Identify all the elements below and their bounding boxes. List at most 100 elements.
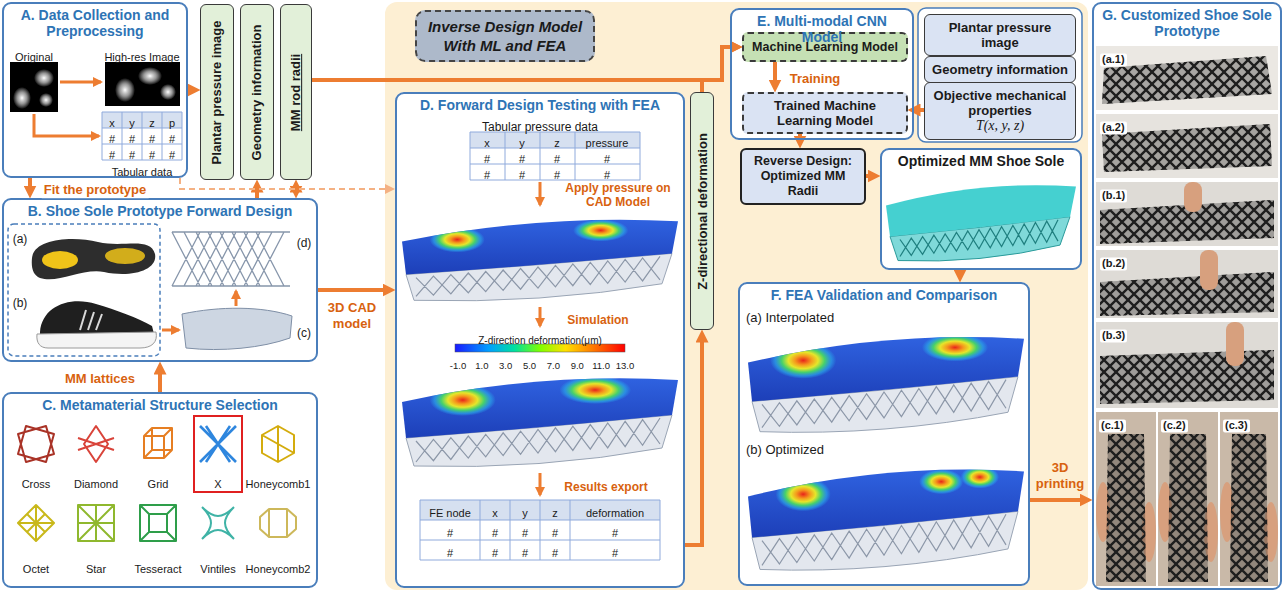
output-box: Z-directional deformation bbox=[690, 92, 714, 330]
label-anchor: Honeycomb1 bbox=[278, 481, 343, 499]
deformation-spot bbox=[559, 376, 631, 404]
label-anchor: (c.2) bbox=[1161, 422, 1188, 440]
label-anchor: 1.0 bbox=[482, 361, 495, 379]
label-anchor: # bbox=[615, 550, 621, 568]
step-label: Results export bbox=[564, 480, 647, 494]
table-cell: p bbox=[169, 117, 175, 130]
finger bbox=[1226, 322, 1244, 366]
label-anchor: # bbox=[557, 172, 563, 190]
table-cell: x bbox=[484, 137, 490, 150]
table-cell: # bbox=[519, 153, 525, 166]
lattice-name: Diamond bbox=[74, 478, 118, 491]
table-cell: # bbox=[447, 547, 453, 560]
panel-title: D. Forward Design Testing with FEA bbox=[401, 97, 679, 113]
label-anchor: (c) bbox=[304, 330, 318, 348]
table-cell: # bbox=[169, 133, 175, 146]
edge-label: 3D printing bbox=[1032, 460, 1088, 491]
table-cell: # bbox=[554, 153, 560, 166]
image-caption: Original bbox=[15, 51, 53, 64]
flow-arrow bbox=[235, 291, 238, 306]
panel-ground bbox=[2, 198, 318, 362]
input-box: Objective mechanical propertiesT(x, y, z… bbox=[924, 82, 1076, 140]
figure-label: (a) Interpolated bbox=[746, 310, 834, 326]
panel-title: C. Metamaterial Structure Selection bbox=[8, 397, 312, 413]
table-cell: # bbox=[522, 527, 528, 540]
input-group-frame bbox=[918, 8, 1082, 142]
flow-arrow bbox=[539, 307, 542, 326]
photo bbox=[1220, 412, 1278, 586]
label-anchor: 5.0 bbox=[530, 361, 543, 379]
pressure-image bbox=[105, 62, 180, 106]
label-anchor: # bbox=[525, 550, 531, 568]
deformation-spot bbox=[573, 219, 628, 241]
process-box: Reverse Design: Optimized MM Radii bbox=[740, 148, 866, 205]
finger bbox=[1200, 250, 1218, 290]
edge-label: 3D CAD model bbox=[320, 300, 384, 331]
lattice-name: Honeycomb2 bbox=[246, 563, 311, 576]
label-anchor: 3.0 bbox=[506, 361, 519, 379]
deformation-spot bbox=[430, 227, 485, 253]
edge-label: Fit the prototype bbox=[42, 182, 149, 198]
step-label: Simulation bbox=[567, 313, 628, 327]
label-anchor: # bbox=[525, 530, 531, 548]
panel-title: Inverse Design Model With ML and FEA bbox=[415, 10, 595, 62]
box-label: Machine Learning Model bbox=[752, 40, 898, 55]
colorbar-value: 3.0 bbox=[499, 360, 512, 371]
label-anchor: Star bbox=[96, 566, 116, 584]
label-anchor: # bbox=[495, 530, 501, 548]
printed-lattice bbox=[1106, 434, 1146, 582]
panel-ground bbox=[1092, 2, 1282, 590]
figure-label: (d) bbox=[297, 236, 312, 250]
box-label: Objective mechanical properties bbox=[929, 88, 1071, 118]
deformation-spot bbox=[430, 384, 496, 416]
table-cell: # bbox=[612, 527, 618, 540]
label-anchor: MM lattices bbox=[100, 377, 174, 395]
label-anchor: 7.0 bbox=[553, 361, 566, 379]
sole-top-face bbox=[402, 220, 678, 275]
box-label: Geometry information bbox=[250, 24, 265, 160]
panel-title: F. FEA Validation and Comparison bbox=[744, 287, 1024, 303]
lattice-icon bbox=[140, 505, 176, 541]
input-box: MM rod radii bbox=[280, 4, 312, 180]
photo bbox=[1096, 412, 1156, 586]
outsole bbox=[32, 239, 155, 279]
photo-label: (c.1) bbox=[1099, 419, 1126, 432]
panel-title: A. Data Collection and Preprocessing bbox=[8, 7, 182, 39]
deformation-spot bbox=[776, 477, 831, 511]
edge-label: Training bbox=[788, 71, 843, 87]
label-anchor: Tesseract bbox=[158, 566, 205, 584]
table-caption: Tabular pressure data bbox=[482, 120, 598, 134]
panel-ground bbox=[395, 92, 685, 588]
pressure-blob bbox=[160, 84, 176, 100]
printed-lattice bbox=[1168, 434, 1208, 582]
table-cell: z bbox=[552, 507, 558, 520]
flow-arrow bbox=[685, 336, 702, 545]
colorbar-value: 11.0 bbox=[592, 360, 610, 371]
panel-ground bbox=[2, 2, 188, 178]
region-ground bbox=[385, 2, 1088, 590]
pressure-blob bbox=[39, 93, 53, 107]
label-anchor: (a.1) bbox=[1100, 56, 1127, 74]
table-cell: # bbox=[149, 133, 155, 146]
label-anchor: Tabular data bbox=[142, 169, 203, 187]
panel-ground bbox=[2, 392, 318, 588]
label-anchor: Fit the prototype bbox=[95, 188, 202, 206]
flow-arrow bbox=[914, 108, 924, 112]
image-caption: High-res Image bbox=[104, 51, 179, 64]
table-cell: # bbox=[129, 149, 135, 162]
pressure-blob bbox=[34, 69, 54, 87]
colorbar-value: 7.0 bbox=[547, 360, 560, 371]
label-anchor: Training bbox=[815, 77, 870, 95]
label-anchor: Original bbox=[34, 54, 72, 72]
lattice-icon bbox=[78, 505, 114, 541]
table-cell: # bbox=[552, 527, 558, 540]
box-label: Plantar pressure image bbox=[929, 20, 1071, 50]
photo bbox=[1158, 412, 1218, 586]
table-cell: # bbox=[129, 133, 135, 146]
sole-top-face bbox=[886, 185, 1076, 236]
photo bbox=[1096, 250, 1278, 318]
label-anchor: (a.2) bbox=[1100, 124, 1127, 142]
flow-arrow bbox=[539, 473, 542, 495]
printed-lattice bbox=[1100, 272, 1274, 316]
outsole-accent bbox=[42, 251, 78, 269]
